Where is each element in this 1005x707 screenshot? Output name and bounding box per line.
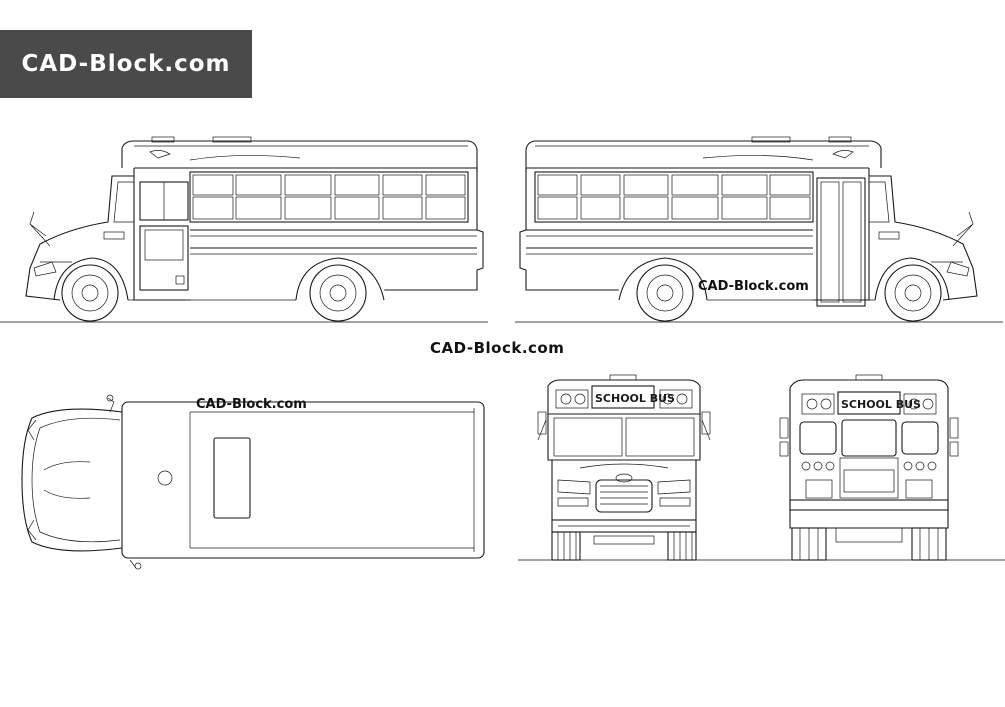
- brand-logo: CAD-Block.com: [0, 30, 252, 98]
- front-sign: SCHOOL BUS: [595, 392, 675, 405]
- rear-sign: SCHOOL BUS: [841, 398, 921, 411]
- side-view-watermark: CAD-Block.com: [698, 279, 809, 294]
- center-watermark: CAD-Block.com: [430, 339, 565, 357]
- rear-view: SCHOOL BUS: [779, 374, 959, 561]
- front-view: SCHOOL BUS: [518, 374, 1005, 561]
- top-view: [21, 394, 485, 570]
- left-side-view: [0, 136, 488, 323]
- top-view-watermark: CAD-Block.com: [196, 397, 307, 412]
- right-side-view: [515, 136, 1003, 323]
